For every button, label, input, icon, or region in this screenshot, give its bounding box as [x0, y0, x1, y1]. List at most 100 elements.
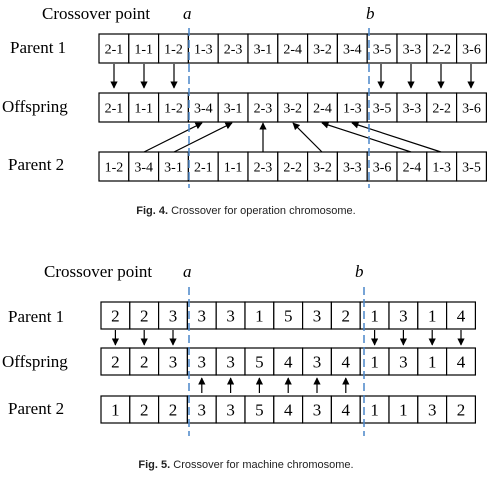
fig4-arrow	[292, 122, 323, 153]
gene-value: 1	[399, 401, 408, 420]
gene-value: 2	[140, 353, 149, 372]
gene-cell	[396, 151, 428, 182]
gene-value: 1	[428, 353, 437, 372]
gene-cell	[302, 347, 333, 376]
gene-value: 3-1	[254, 43, 273, 58]
fig4-arrow	[351, 121, 442, 153]
gene-cell	[307, 92, 339, 123]
gene-cell	[426, 92, 458, 123]
gene-cell	[98, 151, 130, 182]
gene-value: 3-6	[462, 102, 481, 117]
gene-value: 3-6	[462, 43, 481, 58]
fig4-arrow	[173, 122, 233, 153]
gene-cell	[244, 347, 275, 376]
fig4-caption-text: Crossover for operation chromosome.	[171, 205, 356, 217]
fig5-point-a: a	[183, 262, 192, 281]
gene-cell	[244, 395, 275, 424]
gene-cell	[417, 395, 448, 424]
gene-value: 2-2	[432, 102, 451, 117]
fig5-caption: Fig. 5. Crossover for machine chromosome…	[0, 459, 492, 471]
fig4-diagram: Crossover point a b Parent 1 Offspring P…	[2, 4, 488, 188]
gene-cell	[277, 33, 309, 64]
gene-value: 2	[111, 353, 120, 372]
gene-cell	[186, 347, 217, 376]
gene-value: 2-3	[254, 161, 273, 176]
gene-value: 1-2	[105, 161, 124, 176]
fig5-point-b: b	[355, 262, 364, 281]
gene-value: 3	[226, 353, 235, 372]
fig5-caption-label: Fig. 5.	[138, 459, 171, 471]
gene-cell	[215, 395, 246, 424]
gene-value: 2-3	[254, 102, 273, 117]
gene-cell	[426, 33, 458, 64]
gene-value: 3	[428, 401, 437, 420]
gene-value: 3-2	[313, 43, 332, 58]
gene-value: 3-3	[403, 102, 422, 117]
gene-cell	[247, 33, 279, 64]
gene-cell	[446, 301, 477, 330]
fig5-label-parent2: Parent 2	[8, 399, 64, 418]
gene-cell	[215, 347, 246, 376]
gene-value: 2	[140, 401, 149, 420]
gene-cell	[388, 301, 419, 330]
fig4-point-a: a	[183, 4, 192, 23]
gene-value: 3-4	[343, 43, 362, 58]
gene-value: 2	[140, 307, 149, 326]
gene-cell	[446, 395, 477, 424]
gene-value: 2	[169, 401, 178, 420]
fig5-label-parent1: Parent 1	[8, 307, 64, 326]
gene-value: 3-5	[373, 43, 392, 58]
fig4-arrow	[143, 122, 203, 153]
gene-value: 1-1	[224, 161, 243, 176]
gene-value: 3-1	[224, 102, 243, 117]
gene-value: 3-6	[373, 161, 392, 176]
gene-value: 2-3	[224, 43, 243, 58]
gene-cell	[186, 301, 217, 330]
gene-cell	[100, 347, 131, 376]
gene-value: 3	[226, 401, 235, 420]
gene-value: 4	[342, 353, 351, 372]
gene-cell	[456, 92, 488, 123]
gene-value: 1	[255, 307, 264, 326]
gene-cell	[336, 151, 368, 182]
gene-value: 5	[284, 307, 293, 326]
gene-cell	[456, 33, 488, 64]
gene-value: 1-1	[134, 102, 153, 117]
gene-value: 3	[169, 307, 178, 326]
gene-value: 3-3	[343, 161, 362, 176]
gene-cell	[100, 395, 131, 424]
gene-cell	[273, 395, 304, 424]
gene-value: 3-3	[403, 43, 422, 58]
gene-value: 3	[399, 353, 408, 372]
gene-value: 3-2	[283, 102, 302, 117]
gene-value: 3	[399, 307, 408, 326]
gene-value: 1	[111, 401, 120, 420]
gene-value: 5	[255, 401, 264, 420]
gene-value: 2	[111, 307, 120, 326]
gene-value: 3-2	[313, 161, 332, 176]
gene-cell	[129, 301, 160, 330]
fig4-crossover-label: Crossover point	[42, 4, 150, 23]
gene-value: 1-3	[432, 161, 451, 176]
fig4-point-b: b	[366, 4, 375, 23]
gene-value: 2-4	[403, 161, 422, 176]
fig5-arrows	[111, 330, 465, 393]
fig4-caption: Fig. 4. Crossover for operation chromoso…	[0, 205, 492, 217]
gene-value: 1	[370, 401, 379, 420]
fig4-caption-label: Fig. 4.	[136, 205, 169, 217]
gene-value: 2-1	[194, 161, 213, 176]
gene-value: 3	[313, 353, 322, 372]
gene-cell	[417, 301, 448, 330]
gene-cell	[456, 151, 488, 182]
gene-value: 1	[370, 353, 379, 372]
gene-value: 3	[313, 401, 322, 420]
gene-cell	[244, 301, 275, 330]
gene-value: 2-2	[283, 161, 302, 176]
gene-value: 1-1	[134, 43, 153, 58]
gene-value: 3-1	[164, 161, 183, 176]
gene-cell	[217, 151, 249, 182]
